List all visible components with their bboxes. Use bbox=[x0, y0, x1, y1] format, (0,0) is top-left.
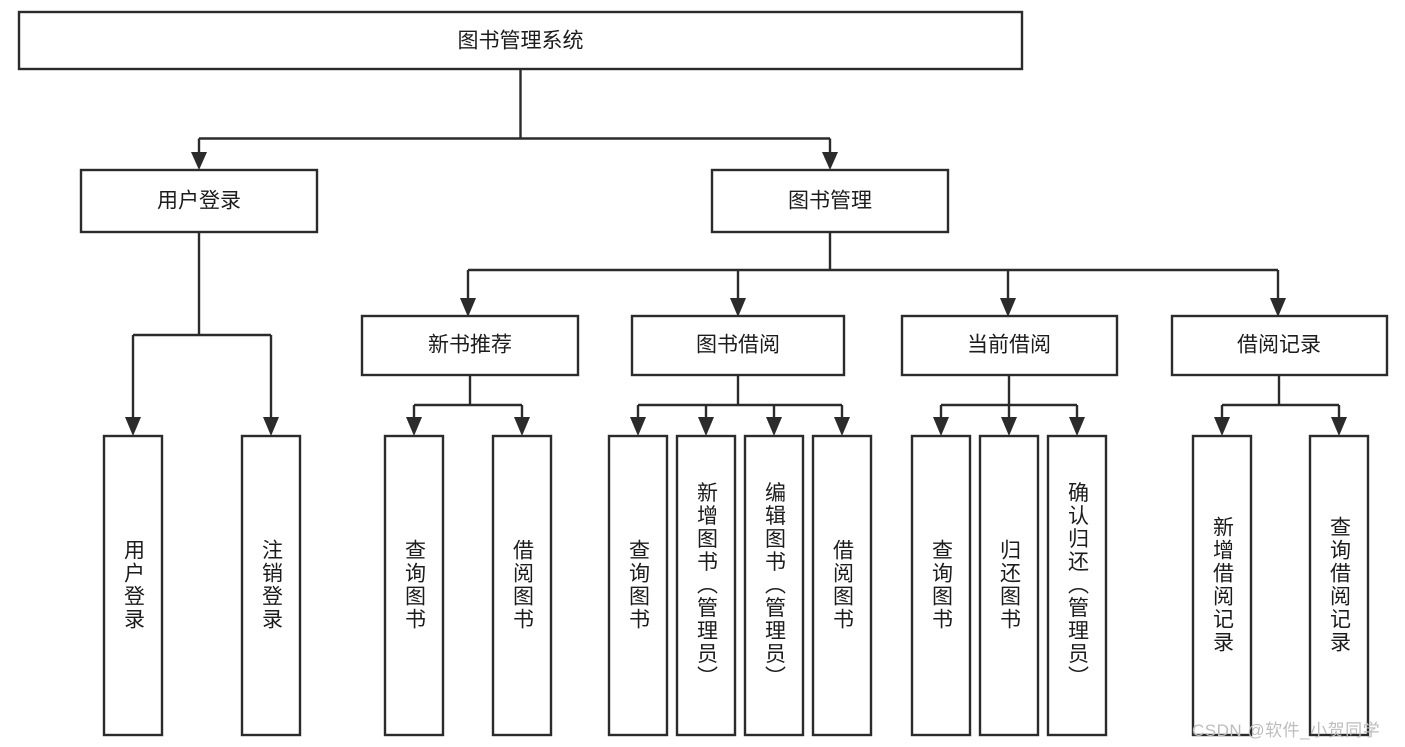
arrowhead-leaf-book-borrow-4 bbox=[834, 417, 850, 436]
leaf-box-book-borrow-edit bbox=[743, 434, 805, 737]
connector-group-current-borrow bbox=[933, 375, 1085, 436]
leaf-label-borrow-record-query: 查询借阅记录 bbox=[1328, 516, 1352, 654]
arrowhead-leaf-current-borrow-3 bbox=[1069, 417, 1085, 436]
leaf-box-borrow-record-add bbox=[1191, 434, 1253, 737]
leaf-node-current-borrow-query[interactable]: 查询图书 bbox=[910, 434, 972, 737]
node-borrow-record-box bbox=[1170, 314, 1389, 377]
leaf-label-user-login-logout: 注销登录 bbox=[260, 539, 284, 631]
node-current-borrow[interactable]: 当前借阅 bbox=[900, 314, 1119, 377]
leaf-box-book-borrow-add bbox=[675, 434, 737, 737]
node-root-system[interactable]: 图书管理系统 bbox=[17, 10, 1024, 71]
leaf-label-book-borrow-add: 新增图书（管理员） bbox=[695, 482, 719, 689]
node-new-book-recommend[interactable]: 新书推荐 bbox=[360, 314, 580, 377]
node-book-management-label: 图书管理 bbox=[788, 190, 872, 213]
leaf-label-book-borrow-query: 查询图书 bbox=[627, 539, 651, 631]
leaf-node-book-borrow-edit[interactable]: 编辑图书（管理员） bbox=[743, 434, 805, 737]
node-book-management[interactable]: 图书管理 bbox=[710, 168, 950, 234]
node-root-box bbox=[17, 10, 1024, 71]
node-current-borrow-label: 当前借阅 bbox=[967, 334, 1051, 357]
connector-group-borrow-record bbox=[1214, 375, 1347, 436]
node-book-borrow-label: 图书借阅 bbox=[696, 334, 780, 357]
leaf-node-book-borrow-add[interactable]: 新增图书（管理员） bbox=[675, 434, 737, 737]
node-book-borrow-box bbox=[630, 314, 846, 377]
arrowhead-user-login bbox=[191, 152, 207, 170]
leaf-box-user-login-login bbox=[102, 434, 164, 737]
leaf-box-current-borrow-return bbox=[978, 434, 1040, 737]
node-new-book-recommend-label: 新书推荐 bbox=[428, 334, 512, 357]
leaf-box-borrow-record-query bbox=[1308, 434, 1370, 737]
node-borrow-record-label: 借阅记录 bbox=[1237, 334, 1321, 357]
leaf-box-current-borrow-confirm bbox=[1046, 434, 1108, 737]
arrowhead-leaf-book-borrow-1 bbox=[630, 417, 646, 436]
node-user-login-box bbox=[79, 168, 319, 234]
arrowhead-leaf-borrow-record-1 bbox=[1214, 417, 1230, 436]
leaf-label-new-book-query: 查询图书 bbox=[403, 539, 427, 631]
arrowhead-current-borrow bbox=[1000, 298, 1016, 317]
leaf-box-book-borrow-lend bbox=[811, 434, 873, 737]
leaf-label-current-borrow-return: 归还图书 bbox=[998, 539, 1022, 631]
node-book-management-box bbox=[710, 168, 950, 234]
leaf-node-new-book-borrow[interactable]: 借阅图书 bbox=[491, 434, 553, 737]
arrowhead-leaf-user-login-1 bbox=[125, 417, 141, 436]
arrowhead-leaf-new-book-2 bbox=[514, 417, 530, 436]
arrowhead-new-book-recommend bbox=[460, 298, 476, 317]
arrowhead-leaf-borrow-record-2 bbox=[1331, 417, 1347, 436]
leaf-node-book-borrow-lend[interactable]: 借阅图书 bbox=[811, 434, 873, 737]
leaf-node-new-book-query[interactable]: 查询图书 bbox=[383, 434, 445, 737]
leaf-label-current-borrow-confirm: 确认归还（管理员） bbox=[1066, 482, 1090, 689]
leaf-node-book-borrow-query[interactable]: 查询图书 bbox=[607, 434, 669, 737]
arrowhead-borrow-record bbox=[1270, 298, 1286, 317]
leaf-node-borrow-record-query[interactable]: 查询借阅记录 bbox=[1308, 434, 1370, 737]
leaf-box-current-borrow-query bbox=[910, 434, 972, 737]
node-new-book-recommend-box bbox=[360, 314, 580, 377]
leaf-label-book-borrow-edit: 编辑图书（管理员） bbox=[763, 482, 787, 689]
arrowhead-leaf-book-borrow-2 bbox=[698, 417, 714, 436]
arrowhead-leaf-new-book-1 bbox=[406, 417, 422, 436]
arrowhead-leaf-current-borrow-2 bbox=[1001, 417, 1017, 436]
leaf-node-current-borrow-return[interactable]: 归还图书 bbox=[978, 434, 1040, 737]
node-book-borrow[interactable]: 图书借阅 bbox=[630, 314, 846, 377]
node-root-label: 图书管理系统 bbox=[458, 30, 584, 53]
leaf-label-user-login-login: 用户登录 bbox=[122, 539, 146, 631]
arrowhead-leaf-book-borrow-3 bbox=[766, 417, 782, 436]
leaf-box-new-book-query bbox=[383, 434, 445, 737]
leaf-label-new-book-borrow: 借阅图书 bbox=[511, 539, 535, 631]
connector-group-root bbox=[191, 69, 838, 170]
leaf-label-book-borrow-lend: 借阅图书 bbox=[831, 539, 855, 631]
arrowhead-book-borrow bbox=[730, 298, 746, 317]
leaf-label-current-borrow-query: 查询图书 bbox=[930, 539, 954, 631]
leaf-node-borrow-record-add[interactable]: 新增借阅记录 bbox=[1191, 434, 1253, 737]
node-current-borrow-box bbox=[900, 314, 1119, 377]
leaf-node-user-login-login[interactable]: 用户登录 bbox=[102, 434, 164, 737]
connector-group-user-login bbox=[125, 232, 279, 436]
connector-group-new-book-recommend bbox=[406, 375, 530, 436]
arrowhead-book-mgmt bbox=[822, 152, 838, 170]
leaf-node-current-borrow-confirm[interactable]: 确认归还（管理员） bbox=[1046, 434, 1108, 737]
leaf-node-user-login-logout[interactable]: 注销登录 bbox=[240, 434, 302, 737]
arrowhead-leaf-user-login-2 bbox=[263, 417, 279, 436]
connector-group-book-borrow bbox=[630, 375, 850, 436]
connector-group-book-mgmt bbox=[460, 232, 1286, 317]
csdn-watermark: CSDN @软件_小贺同学 bbox=[1192, 721, 1381, 740]
arrowhead-leaf-current-borrow-1 bbox=[933, 417, 949, 436]
node-user-login-label: 用户登录 bbox=[157, 190, 241, 213]
node-user-login[interactable]: 用户登录 bbox=[79, 168, 319, 234]
leaf-box-new-book-borrow bbox=[491, 434, 553, 737]
node-borrow-record[interactable]: 借阅记录 bbox=[1170, 314, 1389, 377]
leaf-box-user-login-logout bbox=[240, 434, 302, 737]
leaf-label-borrow-record-add: 新增借阅记录 bbox=[1211, 516, 1235, 654]
leaf-box-book-borrow-query bbox=[607, 434, 669, 737]
